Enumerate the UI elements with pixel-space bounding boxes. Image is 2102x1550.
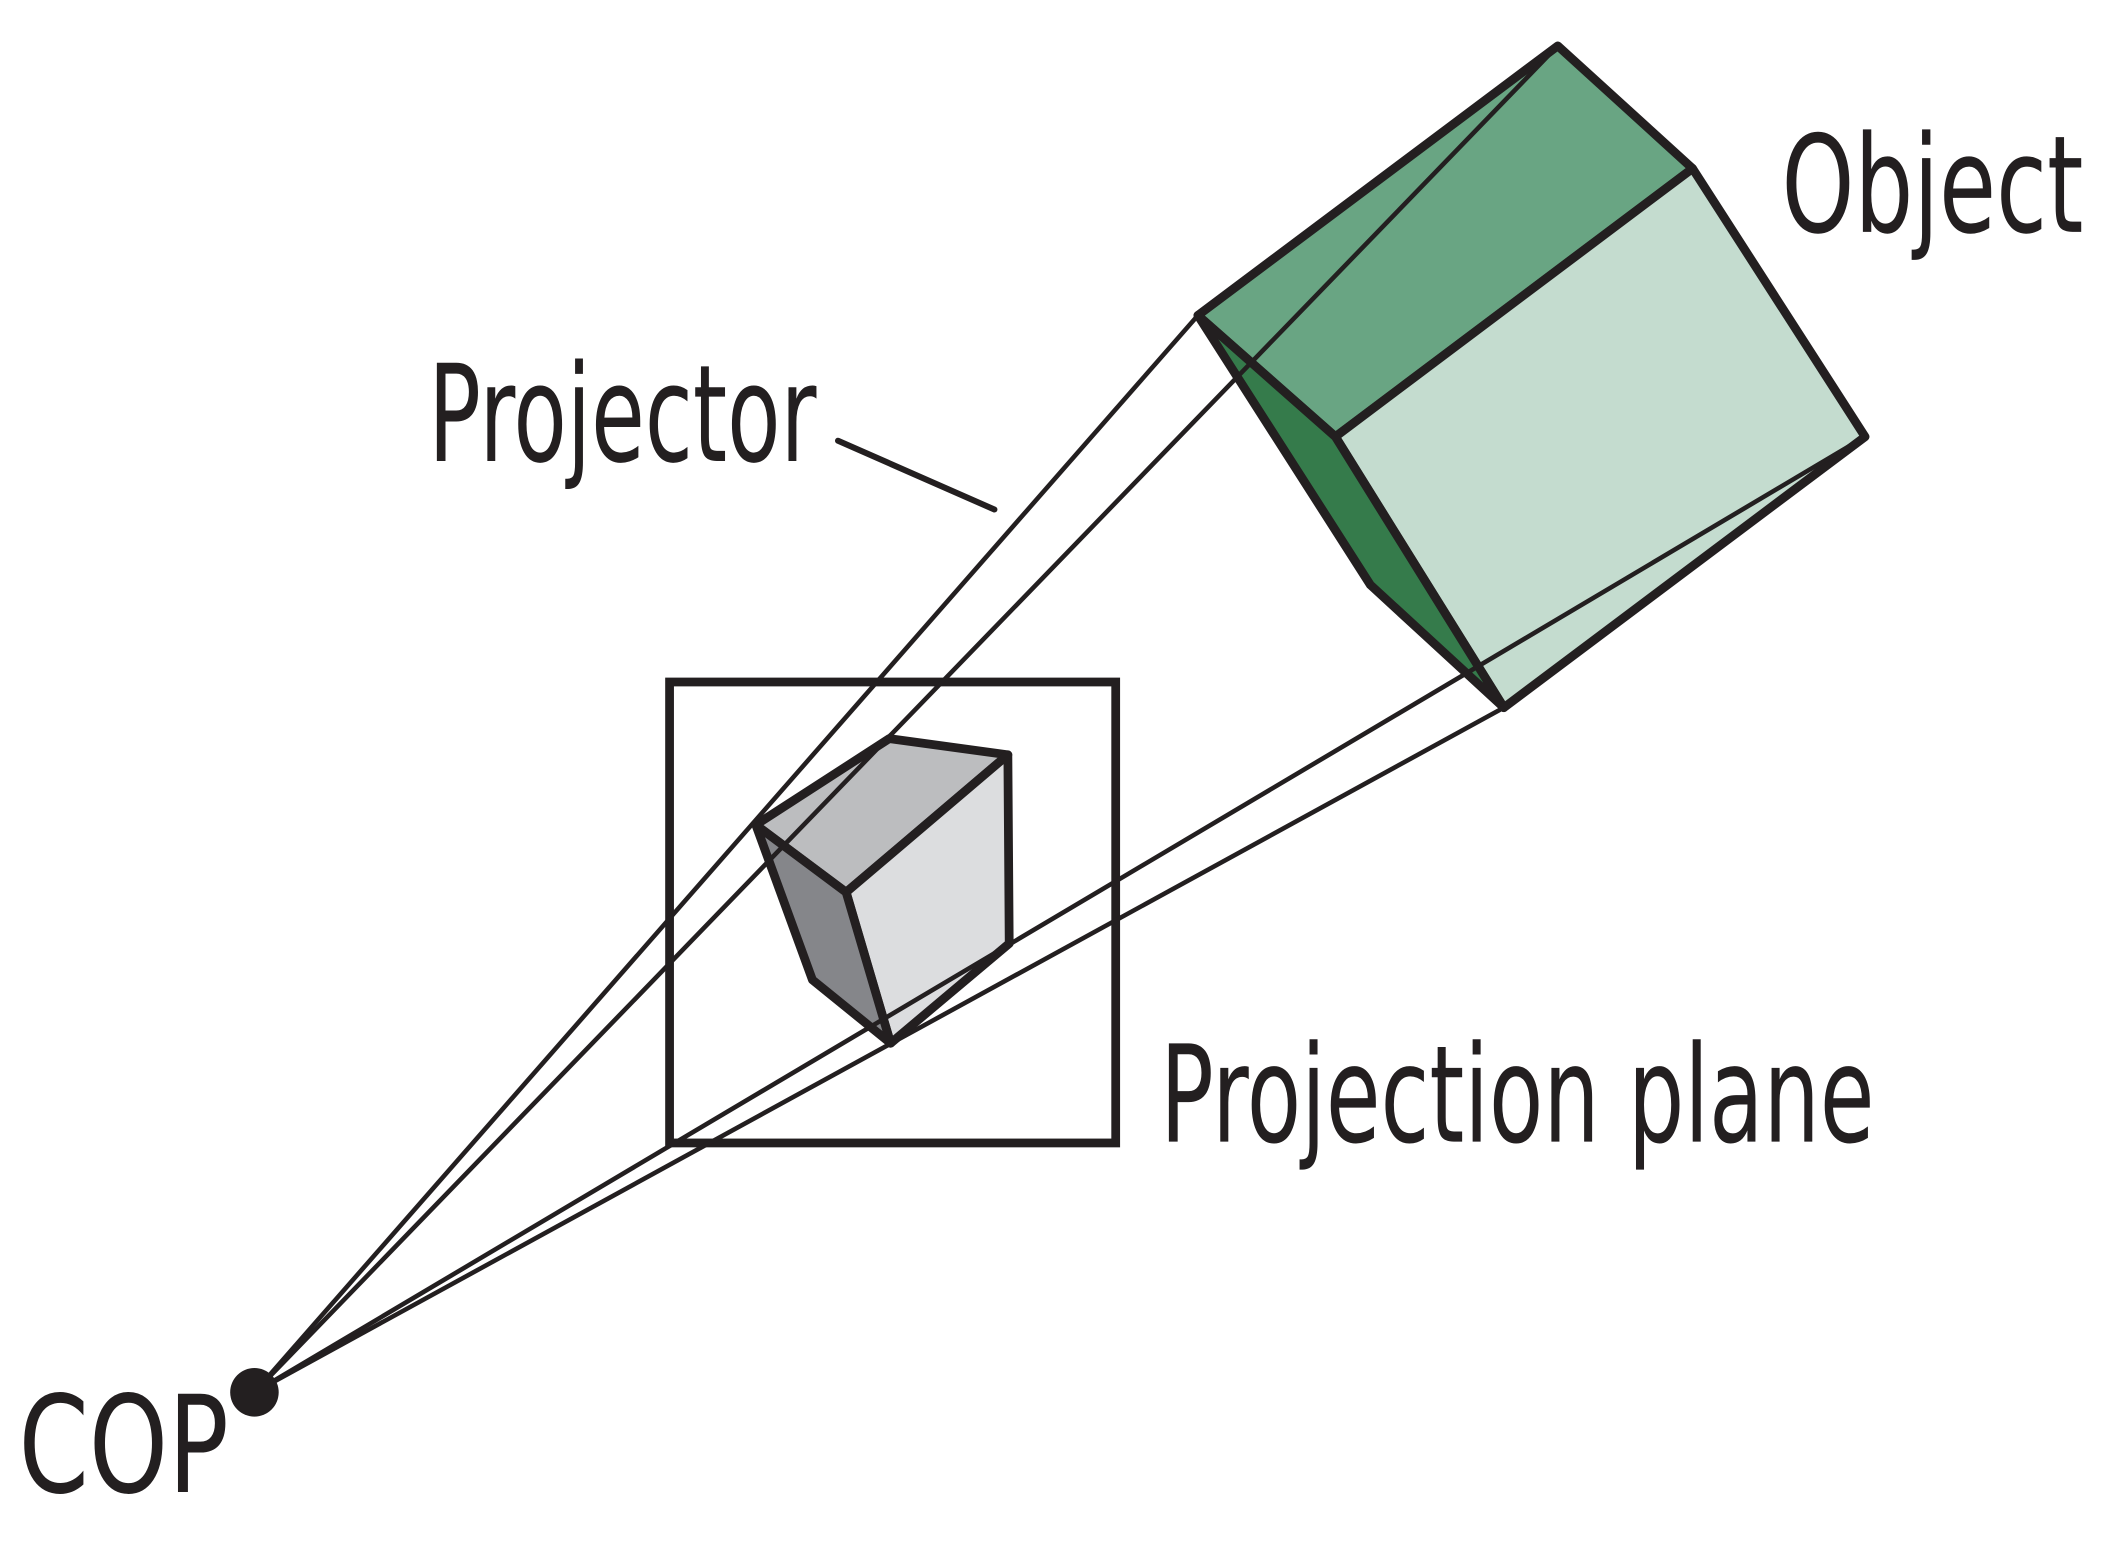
cop-point — [230, 1368, 279, 1417]
label-projector: Projector — [428, 336, 817, 493]
object-cube — [1193, 41, 1870, 712]
projector-line — [252, 313, 1200, 1394]
projector-line — [253, 705, 1505, 1395]
projector-lines — [252, 44, 1867, 1395]
label-object: Object — [1782, 107, 2084, 264]
projector-leader-line — [835, 437, 998, 513]
projector-line — [252, 44, 1560, 1394]
label-cop: COP — [19, 1367, 229, 1524]
label-projection-plane: Projection plane — [1160, 1017, 1874, 1174]
projection-plane — [665, 677, 1121, 1148]
projector-line — [253, 434, 1867, 1395]
